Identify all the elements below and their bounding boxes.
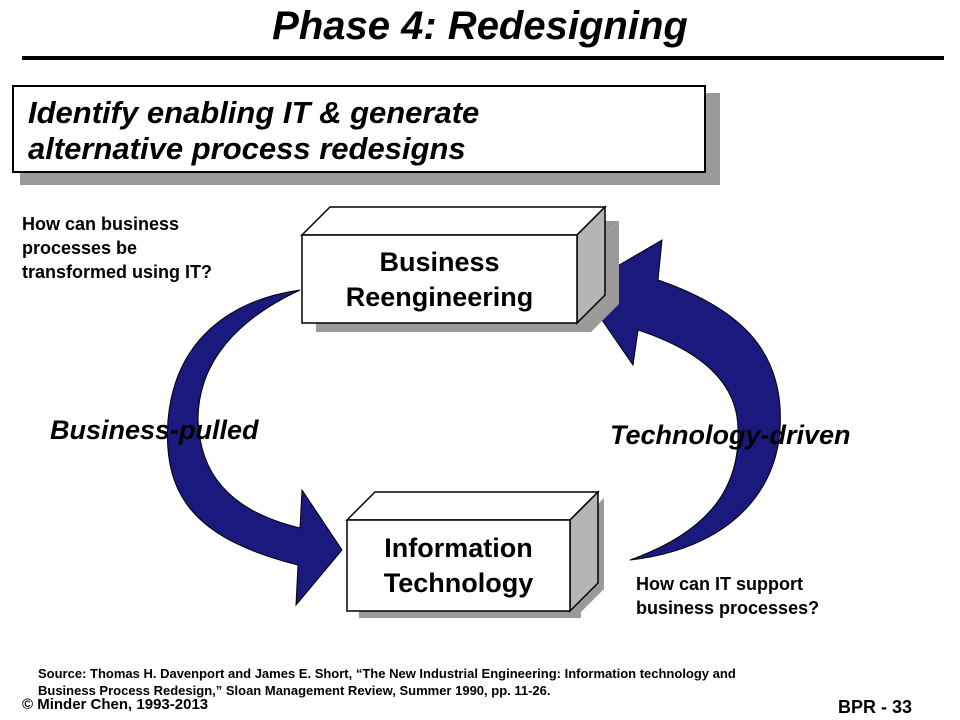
source-citation: Source: Thomas H. Davenport and James E.… [38,665,918,699]
phase-objective-callout: Identify enabling IT & generate alternat… [12,85,706,173]
callout-line-2: alternative process redesigns [28,131,466,166]
business-reengineering-label: Business Reengineering [302,240,577,320]
copyright-notice: © Minder Chen, 1993-2013 [22,696,209,713]
information-technology-line-2: Technology [383,568,534,598]
page-title: Phase 4: Redesigning [272,4,688,48]
business-question: How can business processes be transforme… [22,212,212,284]
page-number: BPR - 33 [837,697,912,717]
it-question: How can IT support business processes? [636,572,819,620]
information-technology-line-1: Information [384,533,533,563]
callout-line-1: Identify enabling IT & generate [28,95,480,130]
business-question-line-3: transformed using IT? [22,262,213,282]
business-pulled-arrow [166,289,343,607]
information-technology-box [345,490,604,618]
business-question-line-2: processes be [22,238,138,258]
business-question-line-1: How can business [22,214,180,234]
title-underline [22,56,944,60]
business-reengineering-box [300,205,619,332]
technology-driven-label: Technology-driven [610,420,851,450]
business-reengineering-line-2: Reengineering [345,282,534,312]
source-line-1: Source: Thomas H. Davenport and James E.… [38,666,736,681]
source-line-2: Business Process Redesign,” Sloan Manage… [38,683,551,698]
it-question-line-1: How can IT support [636,574,804,594]
business-reengineering-line-1: Business [379,247,500,277]
it-question-line-2: business processes? [636,598,820,618]
business-pulled-label: Business-pulled [50,415,259,445]
technology-driven-arrow [579,239,781,561]
information-technology-label: Information Technology [347,526,570,606]
